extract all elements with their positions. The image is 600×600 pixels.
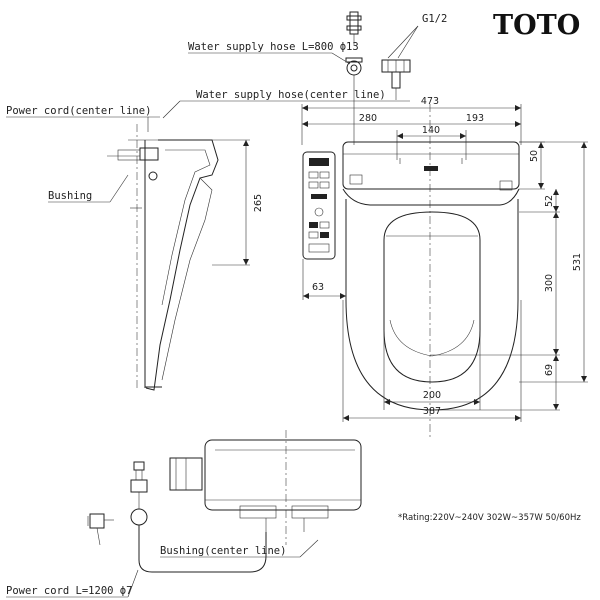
- opening-length-value: 300: [544, 274, 555, 292]
- thread-label: G1/2: [422, 13, 447, 25]
- overall-width-value: 473: [421, 96, 439, 107]
- overall-length-value: 531: [572, 253, 583, 271]
- rear-view: [87, 430, 362, 573]
- power-cord-center-label: Power cord(center line): [6, 105, 151, 117]
- opening-width-value: 200: [423, 390, 441, 401]
- side-view: [107, 124, 222, 391]
- bushing-center-label: Bushing(center line): [160, 545, 286, 557]
- plan-view: [301, 100, 588, 440]
- front-rim-value: 69: [544, 364, 555, 376]
- hose-to-right-value: 193: [466, 113, 484, 124]
- seat-width-value: 387: [423, 406, 441, 417]
- panel-depth-value: 63: [312, 282, 324, 293]
- supply-hose-center-label: Water supply hose(center line): [196, 89, 386, 101]
- left-to-hose-value: 280: [359, 113, 377, 124]
- mount-spacing-value: 140: [422, 125, 440, 136]
- side-height-dimension: [212, 139, 250, 266]
- hinge-offset-value: 52: [544, 195, 555, 207]
- hose-connector-fitting: [345, 57, 363, 100]
- electrical-rating: *Rating:220V~240V 302W~357W 50/60Hz: [398, 513, 581, 523]
- power-cord-length-label: Power cord L=1200 ϕ7: [6, 585, 132, 597]
- side-height-value: 265: [253, 194, 264, 212]
- supply-hose-length-label: Water supply hose L=800 ϕ13: [188, 41, 359, 53]
- bushing-label: Bushing: [48, 190, 92, 202]
- brand-logo: TOTO: [493, 10, 580, 41]
- g12-adapter-fitting: [381, 59, 411, 100]
- tank-depth-value: 50: [529, 150, 540, 162]
- stop-valve-fitting: [346, 11, 362, 46]
